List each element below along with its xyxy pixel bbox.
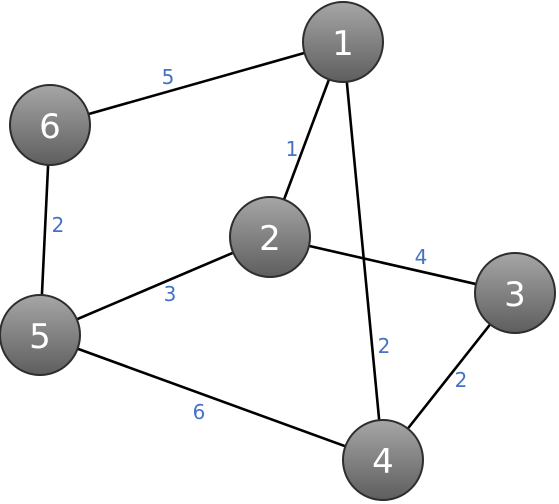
edge-weight-5-4: 6 <box>193 400 206 424</box>
node-circle-2 <box>229 196 311 278</box>
node-5: 5 <box>0 294 81 376</box>
node-4: 4 <box>342 419 424 501</box>
node-circle-6 <box>9 84 91 166</box>
edge-2-3 <box>268 235 517 295</box>
edge-weight-6-5: 2 <box>52 213 65 237</box>
edge-weight-1-2: 1 <box>286 137 299 161</box>
node-2: 2 <box>229 196 311 278</box>
edge-weight-3-4: 2 <box>455 368 468 392</box>
edge-weights-layer: 5 1 2 2 4 3 2 6 <box>52 65 468 424</box>
edge-2-5 <box>38 235 272 337</box>
node-circle-4 <box>342 419 424 501</box>
node-label-3: 3 <box>504 275 526 315</box>
edge-6-1 <box>48 40 345 127</box>
node-label-5: 5 <box>29 317 51 357</box>
node-label-6: 6 <box>39 107 61 147</box>
edge-1-4 <box>341 40 385 462</box>
node-label-2: 2 <box>259 219 281 259</box>
node-circle-5 <box>0 294 81 376</box>
node-6: 6 <box>9 84 91 166</box>
node-circle-1 <box>302 1 384 83</box>
edge-5-4 <box>38 333 385 462</box>
node-label-1: 1 <box>332 24 354 64</box>
edge-weight-2-5: 3 <box>164 282 177 306</box>
edge-weight-6-1: 5 <box>162 65 175 89</box>
edge-weight-1-4: 2 <box>378 334 391 358</box>
node-1: 1 <box>302 1 384 83</box>
node-3: 3 <box>474 252 556 334</box>
node-label-4: 4 <box>372 442 394 482</box>
node-circle-3 <box>474 252 556 334</box>
edge-weight-2-3: 4 <box>415 245 428 269</box>
